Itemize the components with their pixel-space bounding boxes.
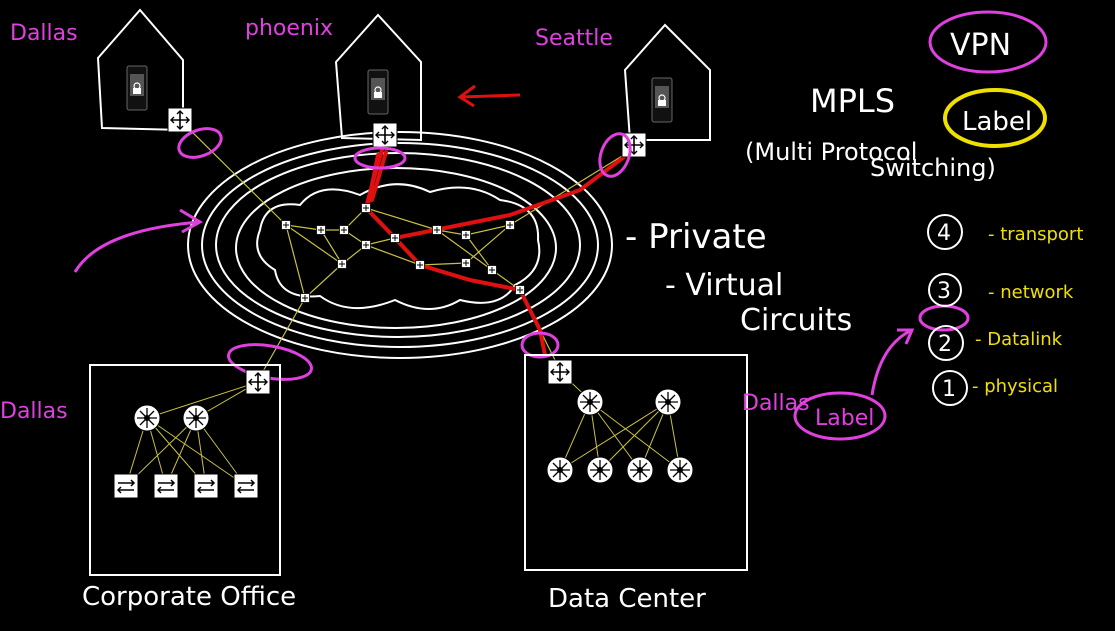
arrow-icon (870, 328, 915, 396)
layer-4-circle (927, 214, 963, 250)
mpls-label: MPLS (810, 82, 895, 120)
layer-4-number: 4 (937, 221, 951, 246)
server-icon (586, 456, 614, 484)
router-icon-dallas-home (167, 107, 193, 133)
private-label: - Private (625, 217, 767, 257)
arrow-icon (73, 208, 203, 273)
hub-icon (654, 388, 682, 416)
server-icon (666, 456, 694, 484)
corporate-office-label: Corporate Office (82, 582, 296, 612)
site-label-dallas-dc: Dallas (742, 391, 810, 416)
computer-icon (367, 69, 389, 115)
site-label-dallas-office: Dallas (0, 399, 68, 424)
house-icon-phoenix (334, 13, 422, 142)
layer-1-number: 1 (942, 377, 956, 402)
edge-highlights (177, 10, 1048, 381)
switch-icon (153, 473, 179, 499)
layer-1-name: - physical (972, 376, 1058, 397)
hub-icon (133, 404, 161, 432)
site-label-phoenix: phoenix (245, 16, 333, 41)
label-switched-path (363, 143, 642, 357)
corporate-office-box (89, 364, 281, 576)
layer-2-name: - Datalink (975, 329, 1063, 350)
virtual-label: - Virtual (665, 268, 783, 303)
circuits-label: Circuits (740, 303, 852, 338)
layer-2-circle (928, 325, 964, 361)
layer-2-number: 2 (938, 332, 952, 357)
mesh-links (179, 119, 641, 381)
site-label-dallas-home: Dallas (10, 21, 78, 46)
switch-icon (233, 473, 259, 499)
label-word-bottom: Label (815, 406, 874, 431)
vpn-label: VPN (950, 28, 1011, 63)
cloud-icon (187, 131, 613, 359)
layer-3-number: 3 (937, 279, 951, 304)
label-circle-bottom (793, 391, 887, 441)
arrow-icon (457, 84, 521, 108)
mpls-expansion: (Multi Protocol (745, 138, 917, 166)
hub-icon (576, 388, 604, 416)
layer-3-circle (928, 273, 962, 307)
hub-icon (182, 404, 210, 432)
server-icon (546, 456, 574, 484)
switching-word: Switching) (870, 154, 996, 182)
computer-icon (651, 77, 673, 123)
switch-icon (193, 473, 219, 499)
layer-1-circle (932, 370, 968, 406)
layer-3-name: - network (988, 282, 1074, 303)
label-word: Label (962, 107, 1032, 137)
data-center-label: Data Center (548, 584, 706, 614)
house-icon-seattle (623, 23, 711, 141)
router-icon-datacenter (547, 359, 573, 385)
server-icon (626, 456, 654, 484)
computer-icon (126, 65, 148, 111)
data-center-box (524, 354, 748, 571)
router-icon-corporate (245, 369, 271, 395)
layer-4-name: - transport (988, 224, 1083, 245)
router-icon-phoenix (372, 122, 398, 148)
house-icon-dallas (96, 8, 184, 132)
switch-icon (113, 473, 139, 499)
site-label-seattle: Seattle (535, 26, 613, 51)
label-highlight (943, 88, 1047, 148)
